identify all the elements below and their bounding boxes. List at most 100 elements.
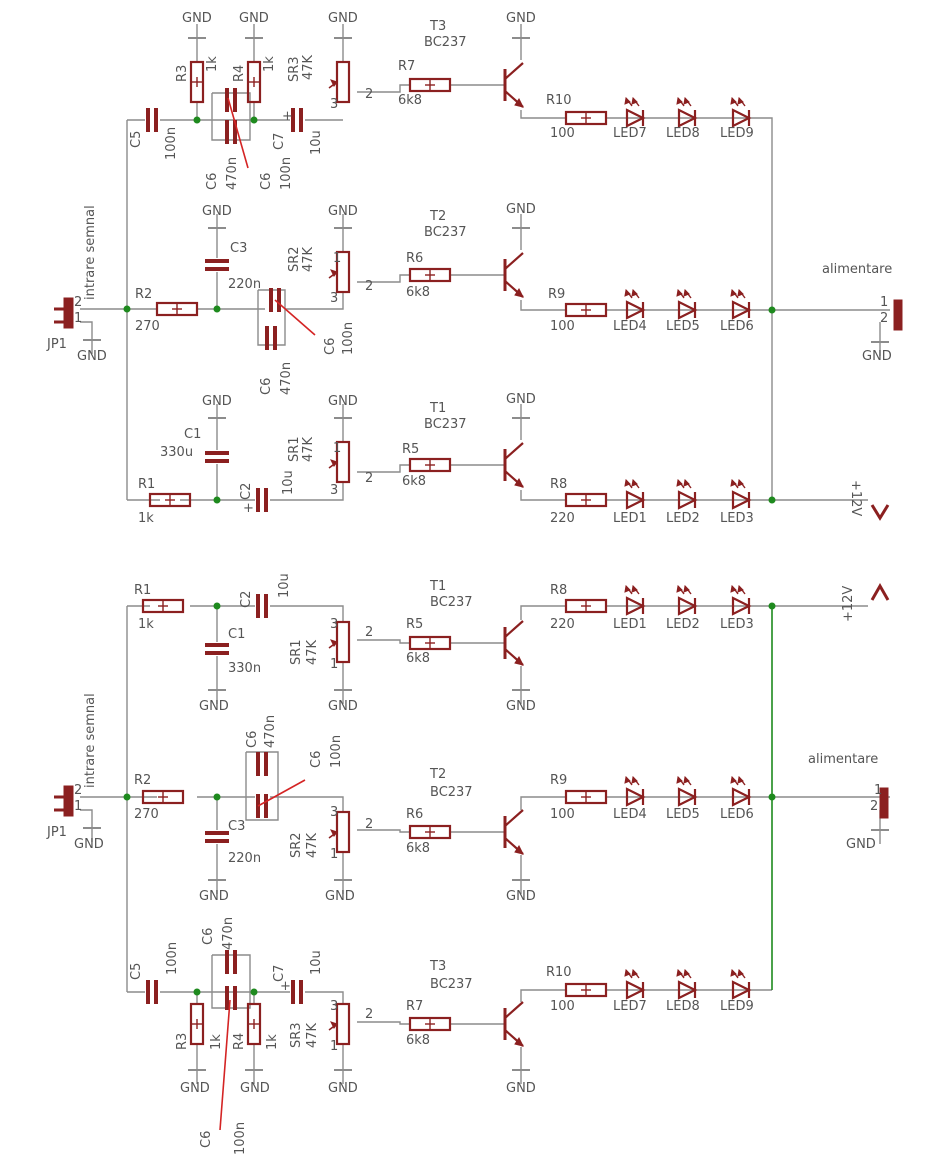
- b-c1-capacitor: [203, 643, 231, 655]
- b-led9: [729, 968, 751, 1000]
- svg-text:47K: 47K: [301, 54, 316, 80]
- svg-text:intrare semnal: intrare semnal: [83, 693, 98, 788]
- svg-text:JP1: JP1: [46, 825, 67, 840]
- b-r5-resistor: [408, 635, 452, 651]
- svg-text:R6: R6: [406, 251, 423, 266]
- svg-text:6k8: 6k8: [402, 474, 426, 489]
- svg-text:SR1: SR1: [289, 639, 304, 665]
- svg-text:+12V: +12V: [841, 586, 856, 622]
- svg-text:2: 2: [365, 87, 373, 102]
- svg-text:LED6: LED6: [720, 807, 754, 822]
- top-wires: [80, 38, 890, 501]
- svg-text:GND: GND: [506, 699, 536, 714]
- svg-text:47K: 47K: [305, 639, 320, 665]
- svg-text:R2: R2: [134, 773, 151, 788]
- svg-text:C6: C6: [245, 731, 260, 748]
- led1: [623, 478, 645, 510]
- r9-resistor: [564, 302, 608, 318]
- svg-text:270: 270: [134, 807, 159, 822]
- svg-text:LED8: LED8: [666, 126, 700, 141]
- b-c6b-capacitor-2: [225, 984, 237, 1012]
- svg-text:T1: T1: [429, 401, 446, 416]
- svg-text:330u: 330u: [160, 445, 193, 460]
- svg-text:alimentare: alimentare: [822, 262, 892, 277]
- c3-capacitor: [203, 259, 231, 271]
- svg-text:1: 1: [880, 295, 888, 310]
- b-r6-resistor: [408, 824, 452, 840]
- svg-text:BC237: BC237: [424, 225, 467, 240]
- b-led4: [623, 775, 645, 807]
- svg-text:R4: R4: [232, 65, 247, 82]
- svg-text:GND: GND: [240, 1081, 270, 1096]
- svg-text:100: 100: [550, 319, 575, 334]
- b-c5-capacitor: [146, 978, 158, 1006]
- svg-text:C2: C2: [239, 483, 254, 500]
- led6: [729, 288, 751, 320]
- svg-text:LED9: LED9: [720, 999, 754, 1014]
- svg-text:C6: C6: [201, 928, 216, 945]
- svg-text:R6: R6: [406, 807, 423, 822]
- t1-transistor: [503, 441, 525, 489]
- svg-text:R4: R4: [232, 1033, 247, 1050]
- svg-text:1k: 1k: [209, 1034, 224, 1050]
- svg-text:2: 2: [365, 1007, 373, 1022]
- svg-text:LED6: LED6: [720, 319, 754, 334]
- svg-text:100: 100: [550, 807, 575, 822]
- svg-text:220n: 220n: [228, 851, 261, 866]
- svg-text:LED2: LED2: [666, 617, 700, 632]
- jp1-input-connector: [63, 297, 74, 329]
- svg-text:R7: R7: [406, 999, 423, 1014]
- svg-text:R9: R9: [550, 773, 567, 788]
- svg-text:LED7: LED7: [613, 126, 647, 141]
- b-r4-resistor: [246, 1002, 262, 1046]
- svg-text:2: 2: [365, 817, 373, 832]
- svg-text:C6: C6: [309, 751, 324, 768]
- t3-transistor: [503, 61, 525, 109]
- svg-text:LED1: LED1: [613, 617, 647, 632]
- svg-text:R2: R2: [135, 287, 152, 302]
- svg-text:BC237: BC237: [424, 417, 467, 432]
- svg-text:47K: 47K: [301, 436, 316, 462]
- svg-text:GND: GND: [506, 1081, 536, 1096]
- svg-text:GND: GND: [202, 204, 232, 219]
- svg-text:10u: 10u: [281, 470, 296, 495]
- svg-text:10u: 10u: [309, 130, 324, 155]
- svg-text:R1: R1: [134, 583, 151, 598]
- c5-capacitor: [146, 106, 158, 134]
- svg-text:SR3: SR3: [289, 1022, 304, 1048]
- svg-text:1k: 1k: [265, 1034, 280, 1050]
- b-led2: [675, 584, 697, 616]
- svg-text:6k8: 6k8: [406, 841, 430, 856]
- svg-text:100n: 100n: [164, 127, 179, 160]
- power-connector: [893, 299, 903, 331]
- top-labels: GND GND GND GND GND GND GND GND GND GND …: [46, 11, 892, 526]
- b-c2-capacitor: [256, 592, 268, 620]
- svg-text:1: 1: [333, 441, 341, 456]
- svg-text:GND: GND: [506, 392, 536, 407]
- svg-text:3: 3: [330, 617, 338, 632]
- b-r3-resistor: [189, 1002, 205, 1046]
- plus-12v-arrow: [870, 504, 890, 521]
- svg-text:C5: C5: [129, 131, 144, 148]
- svg-text:GND: GND: [328, 204, 358, 219]
- svg-text:C7: C7: [272, 133, 287, 150]
- svg-text:LED4: LED4: [613, 319, 647, 334]
- svg-text:100n: 100n: [279, 157, 294, 190]
- svg-text:R3: R3: [175, 1033, 190, 1050]
- svg-text:1: 1: [74, 799, 82, 814]
- b-led5: [675, 775, 697, 807]
- b-c6-capacitor: [256, 750, 268, 778]
- svg-text:intrare semnal: intrare semnal: [83, 205, 98, 300]
- svg-text:3: 3: [330, 97, 338, 112]
- svg-text:R9: R9: [548, 287, 565, 302]
- svg-text:C3: C3: [230, 241, 247, 256]
- svg-text:2: 2: [870, 799, 878, 814]
- svg-text:1: 1: [874, 783, 882, 798]
- b-jp1-input-connector: [63, 785, 74, 817]
- svg-text:+: +: [280, 979, 291, 994]
- b-c7-capacitor: [291, 978, 303, 1006]
- led9: [729, 96, 751, 128]
- svg-text:10u: 10u: [309, 950, 324, 975]
- svg-text:3: 3: [330, 999, 338, 1014]
